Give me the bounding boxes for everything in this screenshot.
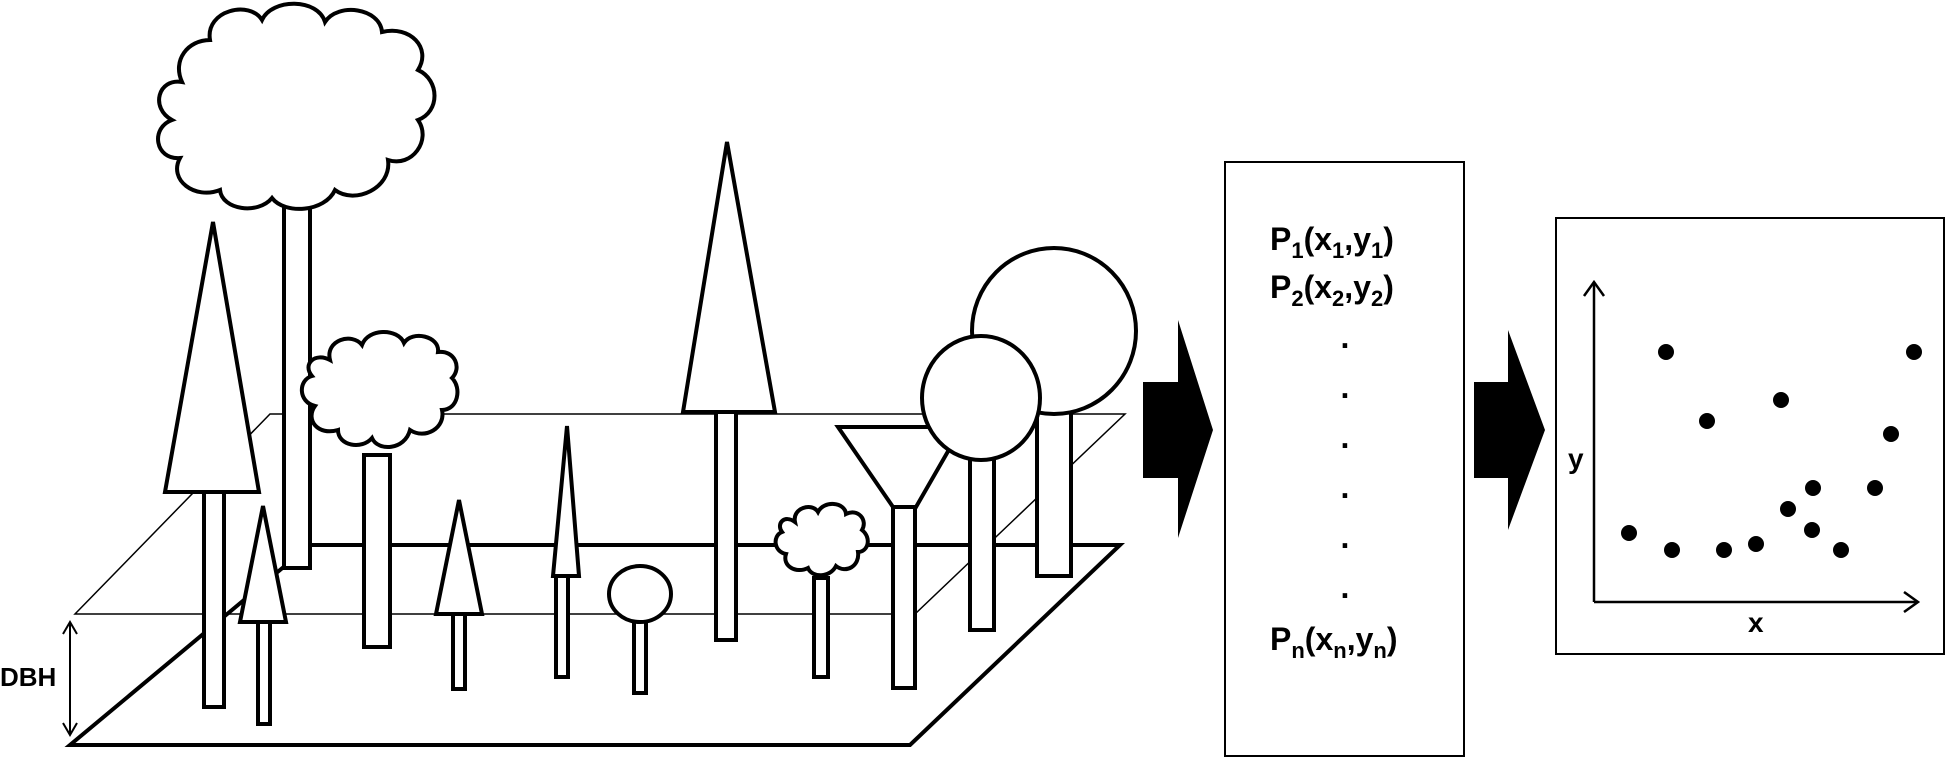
x-axis-arrow-icon — [1903, 590, 1921, 614]
tree-small-round — [607, 564, 673, 695]
tree-crown-cone — [433, 499, 485, 616]
tree-trunk — [1035, 409, 1073, 578]
scatter-point — [1780, 501, 1796, 517]
x-axis-label: x — [1748, 607, 1764, 638]
tree-crown-cloud — [299, 330, 460, 449]
ellipsis-dot: . — [1341, 569, 1350, 605]
tree-medium-broadleaf — [299, 330, 460, 649]
tree-medium-round — [920, 334, 1042, 632]
scatter-point — [1664, 542, 1680, 558]
tree-trunk — [968, 453, 996, 632]
scatter-point — [1883, 426, 1899, 442]
scatter-plot-box: y x — [1555, 217, 1945, 655]
coordinates-box: P1(x1,y1) P2(x2,y2) . . . . . . Pn(xn,yn… — [1224, 161, 1465, 757]
y-axis-arrow-icon — [1582, 279, 1606, 297]
tree-small-broadleaf — [773, 502, 870, 679]
tree-trunk — [202, 490, 226, 709]
tree-crown-cloud — [156, 1, 437, 211]
tree-funnel-crown — [834, 425, 966, 690]
tree-small-conifer-front — [237, 505, 289, 726]
ellipsis-dot: . — [1341, 519, 1350, 555]
tree-thin-conifer — [550, 425, 582, 679]
scatter-point — [1805, 480, 1821, 496]
point-first: P1(x1,y1) — [1270, 221, 1394, 263]
ellipsis-dot: . — [1341, 369, 1350, 405]
ground-plane — [64, 543, 1125, 747]
tree-large-broadleaf — [156, 1, 437, 570]
y-axis-label: y — [1568, 443, 1584, 474]
tree-trunk — [256, 620, 272, 726]
tree-crown-funnel — [834, 425, 966, 509]
scatter-point — [1867, 480, 1883, 496]
tree-trunk — [714, 410, 738, 642]
tree-tall-conifer-center — [680, 141, 778, 642]
tree-trunk — [362, 453, 392, 649]
dbh-label: DBH — [0, 662, 56, 692]
tree-trunk — [812, 576, 830, 679]
scatter-plot-frame — [1555, 217, 1945, 655]
arrow-right-icon — [1474, 330, 1545, 530]
tree-crown-cloud — [773, 502, 870, 578]
tree-trunk — [632, 616, 648, 695]
arrow-right-icon — [1143, 320, 1213, 538]
dbh-arrow-head-bottom — [62, 722, 78, 737]
tree-crown-round — [607, 564, 673, 624]
scatter-point — [1699, 413, 1715, 429]
point-second: P2(x2,y2) — [1270, 269, 1394, 311]
tree-trunk — [451, 612, 467, 691]
scatter-point — [1658, 344, 1674, 360]
dbh-arrow-head-top — [62, 620, 78, 635]
scatter-point — [1621, 525, 1637, 541]
ellipsis-dot: . — [1341, 319, 1350, 355]
scatter-point — [1804, 522, 1820, 538]
scatter-point — [1833, 542, 1849, 558]
tree-crown-cone — [237, 505, 289, 624]
tree-small-conifer-middle — [433, 499, 485, 691]
scatter-point — [1906, 344, 1922, 360]
tree-crown-cone — [550, 425, 582, 578]
tree-crown-cone — [162, 221, 262, 494]
tree-tall-conifer-left — [162, 221, 262, 709]
tree-crown-cone — [680, 141, 778, 414]
coordinates-box-frame — [1224, 161, 1465, 757]
tree-crown-round — [920, 334, 1042, 462]
tree-trunk — [554, 572, 570, 679]
ellipsis-dot: . — [1341, 469, 1350, 505]
ellipsis-dot: . — [1341, 419, 1350, 455]
scatter-point — [1773, 392, 1789, 408]
scatter-points — [1621, 344, 1922, 558]
scatter-point — [1748, 536, 1764, 552]
scatter-point — [1716, 542, 1732, 558]
tree-trunk — [891, 505, 917, 690]
trees — [156, 1, 1138, 726]
point-last: Pn(xn,yn) — [1270, 621, 1398, 663]
